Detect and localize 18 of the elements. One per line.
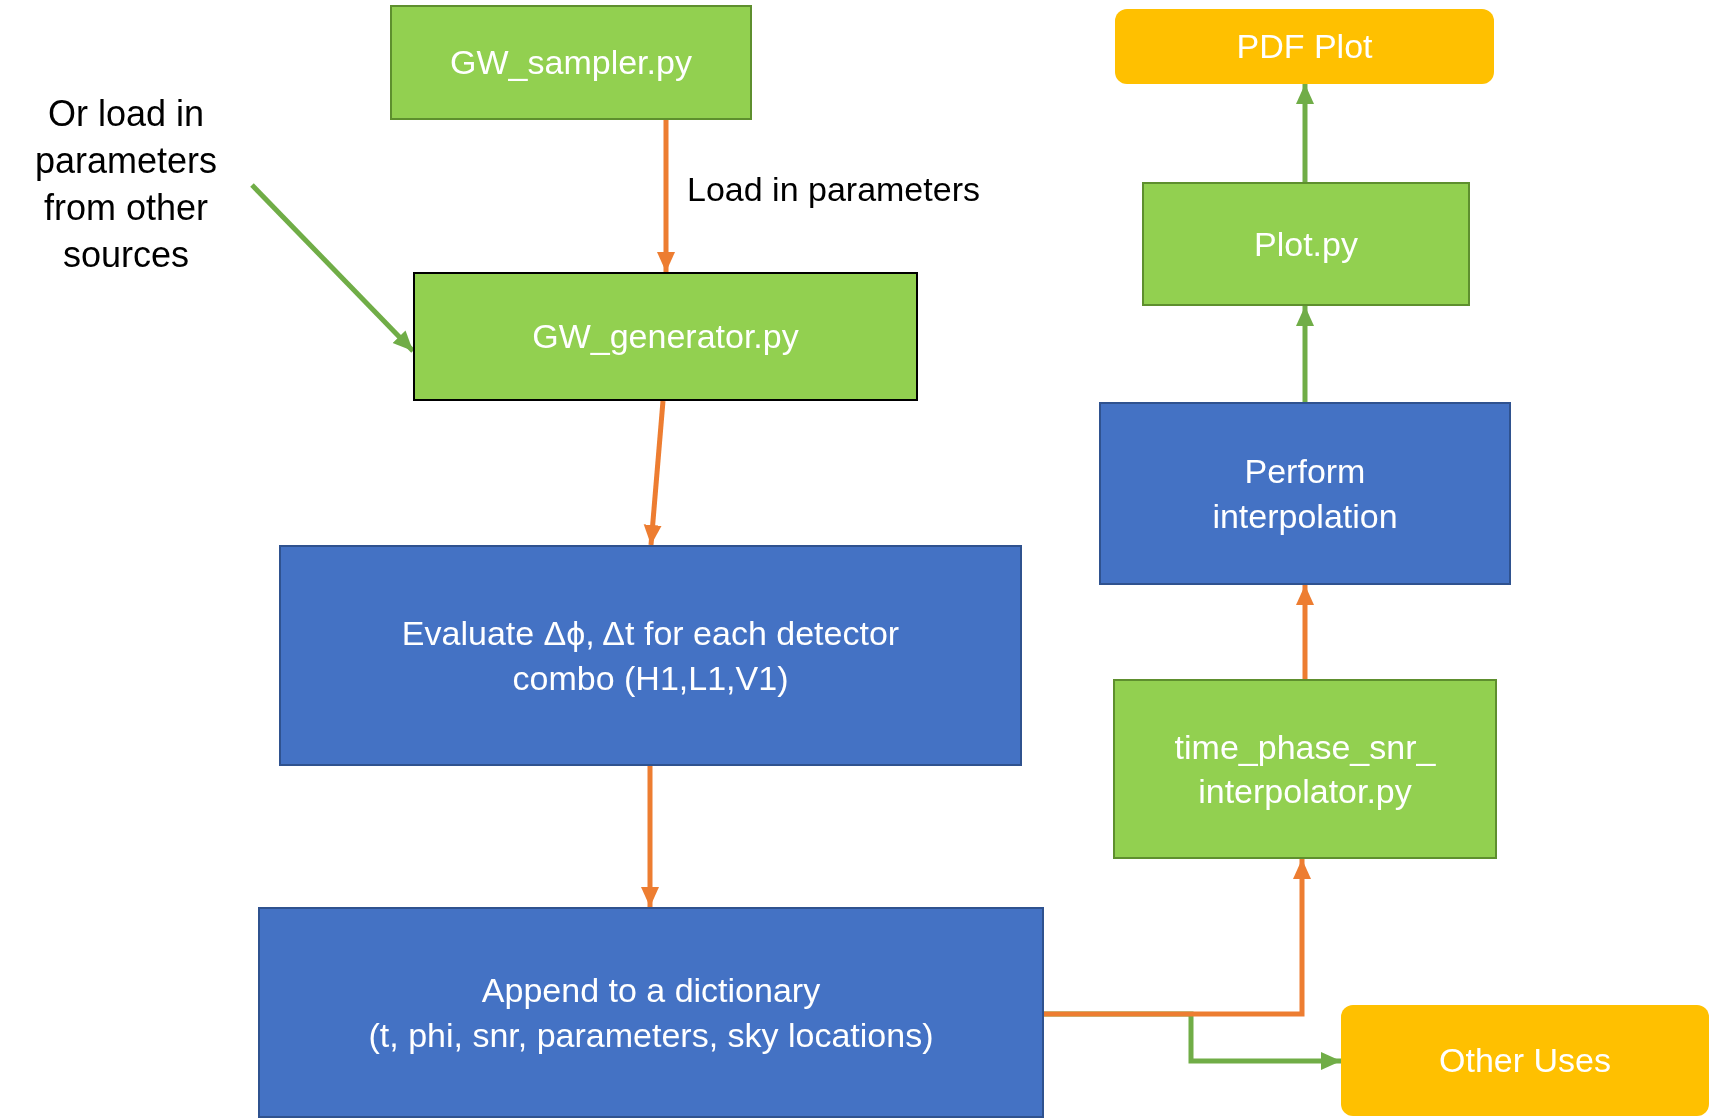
note-text: Or load in parameters from other sources bbox=[0, 76, 252, 294]
arrow bbox=[1296, 585, 1314, 679]
output-box: PDF Plot bbox=[1115, 9, 1494, 84]
arrow bbox=[1044, 859, 1311, 1017]
output-box: Other Uses bbox=[1341, 1005, 1709, 1116]
arrow bbox=[657, 120, 675, 272]
arrow bbox=[250, 183, 415, 353]
process-box: Append to a dictionary (t, phi, snr, parameters, sky locations) bbox=[258, 907, 1044, 1118]
script-box: GW_sampler.py bbox=[390, 5, 752, 120]
arrow bbox=[641, 766, 659, 907]
script-box: Plot.py bbox=[1142, 182, 1470, 306]
process-box: Evaluate Δϕ, Δt for each detector combo (H1,L1,V1) bbox=[279, 545, 1022, 766]
arrow bbox=[643, 400, 666, 546]
script-box: time_phase_snr_ interpolator.py bbox=[1113, 679, 1497, 859]
arrow bbox=[1296, 306, 1314, 402]
script-box: GW_generator.py bbox=[413, 272, 918, 401]
process-box: Perform interpolation bbox=[1099, 402, 1511, 585]
arrow bbox=[1296, 84, 1314, 182]
